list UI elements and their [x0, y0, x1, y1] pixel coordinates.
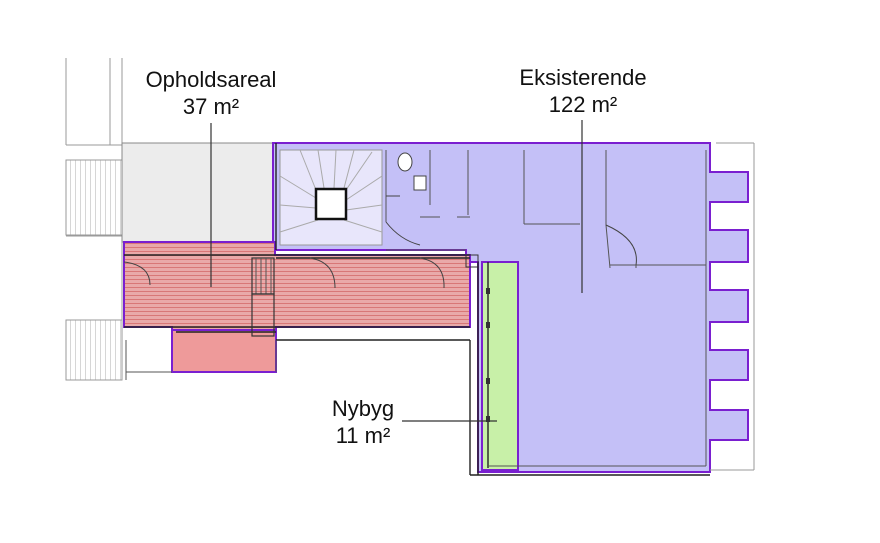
existing-unmarked-block	[121, 142, 274, 243]
stairwell	[279, 149, 383, 246]
label-eksisterende-name: Eksisterende	[519, 65, 646, 90]
label-eksisterende-size: 122 m²	[549, 92, 617, 117]
area-opholdsareal-lower	[171, 329, 277, 373]
neighbour-building	[65, 58, 123, 381]
opholdsareal-walls	[123, 254, 479, 337]
label-opholdsareal-name: Opholdsareal	[146, 67, 277, 92]
area-opholdsareal	[123, 241, 471, 341]
label-nybyg-size: 11 m²	[336, 423, 391, 448]
building-walls	[125, 142, 755, 476]
label-opholdsareal-size: 37 m²	[183, 94, 239, 119]
existing-walls	[385, 150, 706, 269]
label-nybyg-name: Nybyg	[332, 396, 394, 421]
